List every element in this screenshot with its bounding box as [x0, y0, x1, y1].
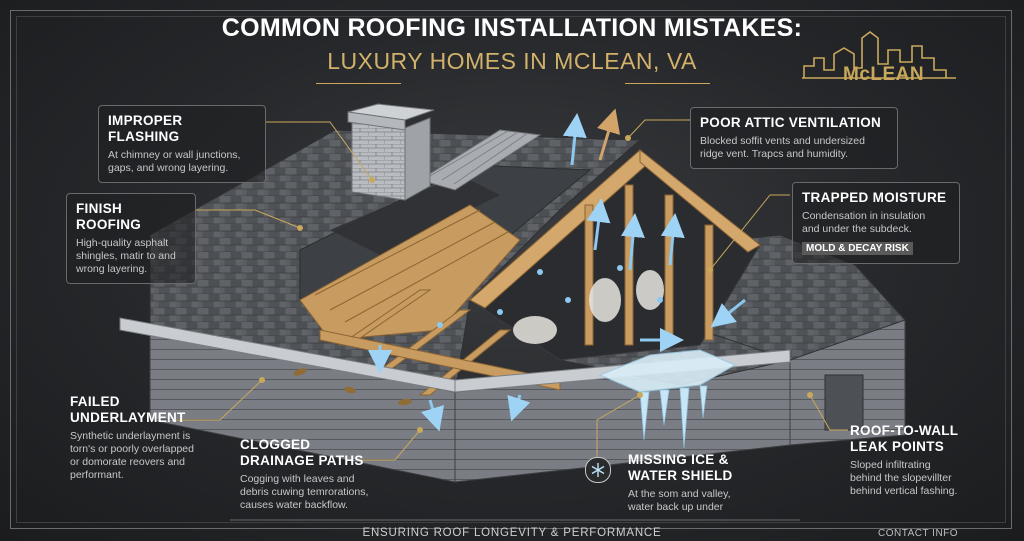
callout-missing-ice-shield: MISSING ICE & WATER SHIELD At the som an…: [628, 452, 768, 514]
footer-tagline: ENSURING ROOF LONGEVITY & PERFORMANCE: [362, 527, 662, 539]
callout-desc: Condensation in insulation and under the…: [802, 210, 926, 235]
callout-desc: Synthetic underlayment is torn's or poor…: [70, 430, 194, 481]
contact-info-link[interactable]: CONTACT INFO: [878, 528, 959, 539]
callout-desc: At the som and valley, water back up und…: [628, 488, 731, 513]
callout-desc: Sloped infiltrating behind the slopevill…: [850, 459, 958, 497]
callout-heading: IMPROPER FLASHING: [108, 113, 183, 144]
callout-heading: MISSING ICE & WATER SHIELD: [628, 452, 733, 483]
callout-desc: At chimney or wall junctions, gaps, and …: [108, 149, 241, 174]
logo-text: McLEAN: [843, 64, 925, 85]
page-title: COMMON ROOFING INSTALLATION MISTAKES:: [221, 14, 803, 42]
callout-desc: High-quality asphalt shingles, matir to …: [76, 237, 176, 275]
callout-heading: CLOGGED DRAINAGE PATHS: [240, 437, 364, 468]
callout-finish-roofing: FINISH ROOFING High-quality asphalt shin…: [66, 193, 196, 284]
callout-heading: ROOF-TO-WALL LEAK POINTS: [850, 423, 959, 454]
callout-heading: POOR ATTIC VENTILATION: [700, 115, 882, 130]
subtitle-rule-left: [316, 83, 401, 84]
subtitle-rule-right: [625, 83, 710, 84]
skyline-icon: [802, 31, 956, 79]
callout-desc: Blocked soffit vents and undersized ridg…: [700, 135, 865, 160]
callout-heading: FAILED UNDERLAYMENT: [70, 394, 186, 425]
risk-badge: MOLD & DECAY RISK: [802, 242, 913, 255]
page-subtitle: LUXURY HOMES IN MCLEAN, VA: [327, 48, 697, 74]
callout-trapped-moisture: TRAPPED MOISTURE Condensation in insulat…: [792, 182, 960, 264]
callout-clogged-drainage: CLOGGED DRAINAGE PATHS Cogging with leav…: [240, 437, 400, 512]
callout-heading: FINISH ROOFING: [76, 201, 142, 232]
callout-improper-flashing: IMPROPER FLASHING At chimney or wall jun…: [98, 105, 266, 183]
snowflake-icon: [585, 457, 611, 483]
callout-desc: Cogging with leaves and debris cuwing te…: [240, 473, 369, 511]
callout-poor-attic-ventilation: POOR ATTIC VENTILATION Blocked soffit ve…: [690, 107, 898, 169]
callout-failed-underlayment: FAILED UNDERLAYMENT Synthetic underlayme…: [70, 394, 230, 482]
callout-roof-to-wall-leak: ROOF-TO-WALL LEAK POINTS Sloped infiltra…: [850, 423, 975, 498]
callout-heading: TRAPPED MOISTURE: [802, 190, 947, 205]
